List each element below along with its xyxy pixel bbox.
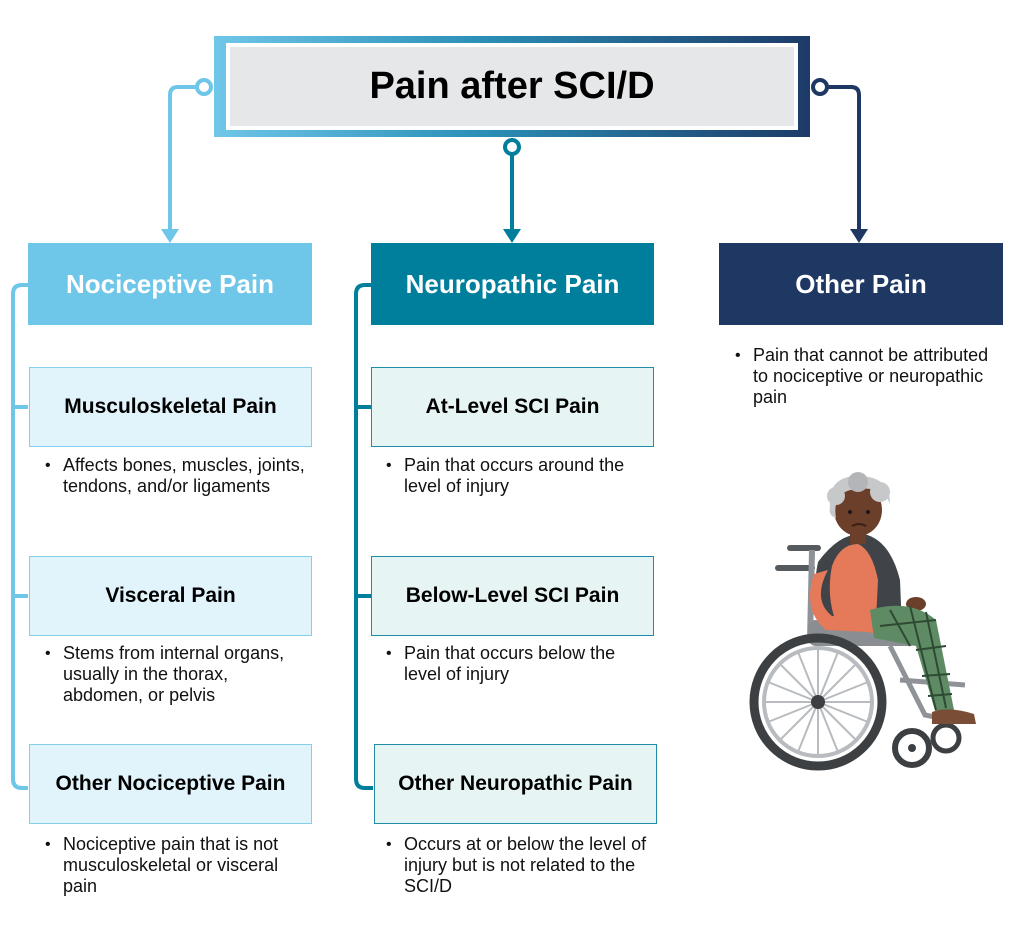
list-item: Occurs at or below the level of injury b… bbox=[382, 834, 657, 897]
below-level-sci-pain-description: Pain that occurs below the level of inju… bbox=[382, 643, 657, 685]
musculoskeletal-pain-box: Musculoskeletal Pain bbox=[29, 367, 312, 447]
list-item: Pain that occurs around the level of inj… bbox=[382, 455, 657, 497]
list-item: Pain that occurs below the level of inju… bbox=[382, 643, 657, 685]
musculoskeletal-pain-label: Musculoskeletal Pain bbox=[64, 395, 277, 418]
title-inner: Pain after SCI/D bbox=[226, 43, 798, 130]
other-nociceptive-pain-description: Nociceptive pain that is not musculoskel… bbox=[41, 834, 313, 897]
at-level-sci-pain-label: At-Level SCI Pain bbox=[425, 395, 600, 418]
other-neuropathic-pain-description: Occurs at or below the level of injury b… bbox=[382, 834, 657, 897]
at-level-sci-pain-box: At-Level SCI Pain bbox=[371, 367, 654, 447]
nociceptive-header-label: Nociceptive Pain bbox=[65, 268, 275, 299]
nociceptive-header: Nociceptive Pain bbox=[28, 243, 312, 325]
neuropathic-header-label: Neuropathic Pain bbox=[405, 268, 620, 299]
title-box: Pain after SCI/D bbox=[214, 36, 810, 137]
visceral-pain-description: Stems from internal organs, usually in t… bbox=[41, 643, 313, 706]
musculoskeletal-pain-description: Affects bones, muscles, joints, tendons,… bbox=[41, 455, 311, 497]
below-level-sci-pain-box: Below-Level SCI Pain bbox=[371, 556, 654, 636]
other-pain-description: Pain that cannot be attributed to nocice… bbox=[731, 345, 1001, 408]
person-in-wheelchair-icon bbox=[749, 472, 976, 771]
neuropathic-header: Neuropathic Pain bbox=[371, 243, 654, 325]
visceral-pain-box: Visceral Pain bbox=[29, 556, 312, 636]
list-item: Affects bones, muscles, joints, tendons,… bbox=[41, 455, 311, 497]
other-pain-header: Other Pain bbox=[719, 243, 1003, 325]
other-nociceptive-pain-box: Other Nociceptive Pain bbox=[29, 744, 312, 824]
below-level-sci-pain-label: Below-Level SCI Pain bbox=[405, 584, 620, 607]
visceral-pain-label: Visceral Pain bbox=[105, 584, 236, 607]
list-item: Nociceptive pain that is not musculoskel… bbox=[41, 834, 313, 897]
at-level-sci-pain-description: Pain that occurs around the level of inj… bbox=[382, 455, 657, 497]
other-nociceptive-pain-label: Other Nociceptive Pain bbox=[55, 772, 286, 795]
diagram-title: Pain after SCI/D bbox=[369, 65, 655, 107]
other-pain-header-label: Other Pain bbox=[795, 268, 927, 299]
list-item: Stems from internal organs, usually in t… bbox=[41, 643, 313, 706]
list-item: Pain that cannot be attributed to nocice… bbox=[731, 345, 1001, 408]
other-neuropathic-pain-box: Other Neuropathic Pain bbox=[374, 744, 657, 824]
other-neuropathic-pain-label: Other Neuropathic Pain bbox=[398, 772, 633, 795]
